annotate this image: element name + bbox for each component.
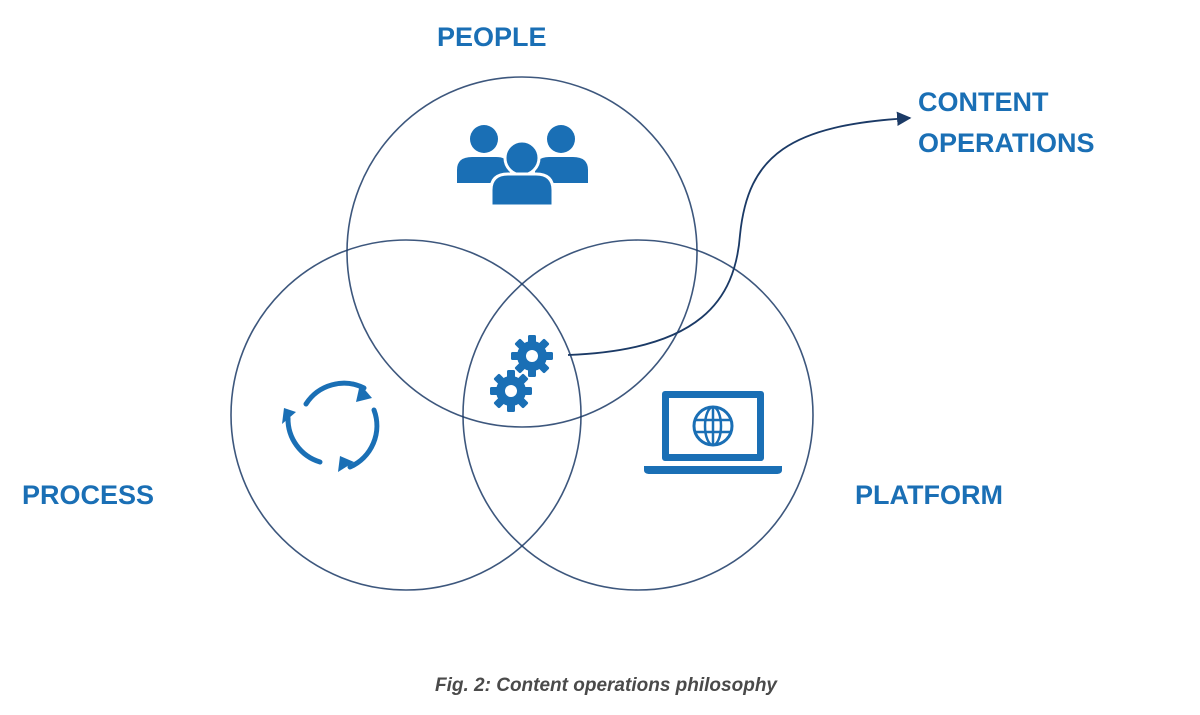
- process-label: PROCESS: [22, 480, 154, 510]
- figure-caption: Fig. 2: Content operations philosophy: [435, 675, 778, 696]
- content-operations-label-line2: OPERATIONS: [918, 128, 1095, 158]
- people-label: PEOPLE: [437, 22, 547, 52]
- connector-arrow: [567, 111, 912, 356]
- platform-circle: [462, 239, 814, 591]
- people-circle: [346, 76, 698, 428]
- gears-icon: [490, 335, 553, 412]
- content-operations-label-line1: CONTENT: [918, 87, 1049, 117]
- platform-label: PLATFORM: [855, 480, 1003, 510]
- users-group-icon: [457, 125, 588, 208]
- cycle-arrows-icon: [282, 380, 380, 472]
- process-circle: [230, 239, 582, 591]
- laptop-globe-icon: [644, 391, 782, 474]
